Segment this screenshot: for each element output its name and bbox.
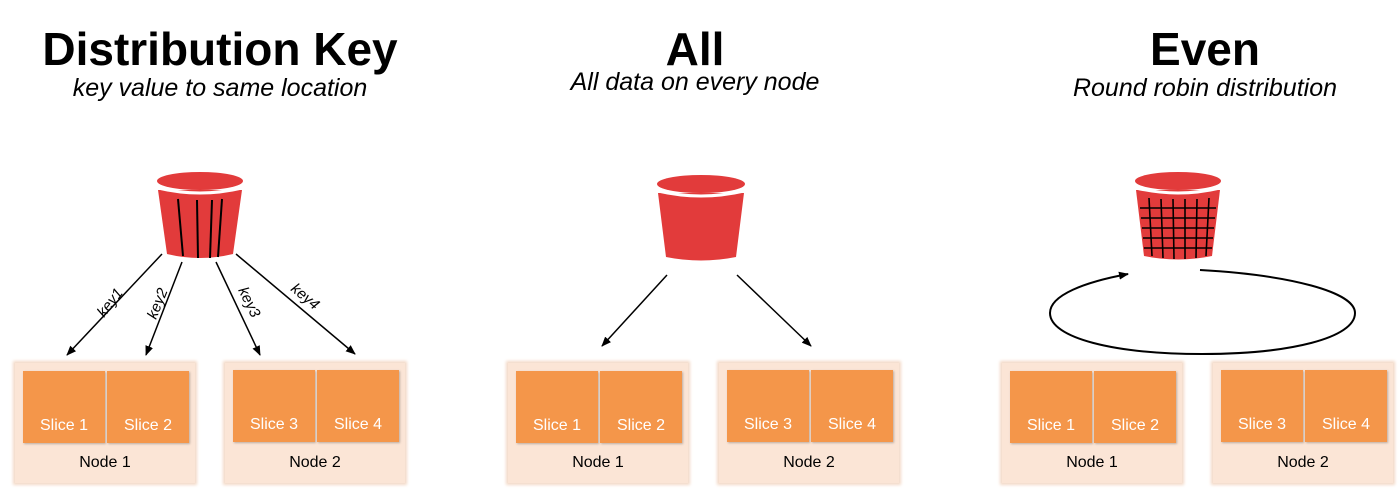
node-2-all: Slice 3 Slice 4 Node 2 [719,363,899,483]
node-label: Node 2 [783,454,835,471]
panel-title-all: All [665,23,725,75]
slice-4: Slice 4 [811,370,893,442]
slice-2: Slice 2 [107,371,189,443]
key-label-1: key1 [94,285,127,320]
node-1-distribution-key: Slice 1 Slice 2 Node 1 [15,363,195,483]
slice-1: Slice 1 [1010,371,1092,443]
node-label: Node 1 [572,454,624,471]
bucket-icon-distribution-key [157,172,243,259]
panel-title-distribution-key: Distribution Key [42,23,398,75]
arrow-key3 [215,261,261,356]
arrow-key4 [235,253,356,355]
bucket-icon-even [1135,172,1221,260]
panel-subtitle-even: Round robin distribution [1072,74,1338,102]
slice-3: Slice 3 [233,370,315,442]
arrow-key2 [145,261,183,356]
node-label: Node 1 [1066,454,1118,471]
key-label-2: key2 [144,285,172,321]
key-label-4: key4 [287,280,322,313]
node-label: Node 2 [289,454,341,471]
node-label: Node 1 [79,454,131,471]
key-label-3: key3 [234,284,263,321]
panel-subtitle-distribution-key: key value to same location [72,74,368,102]
node-2-even: Slice 3 Slice 4 Node 2 [1213,363,1393,483]
arrow-key1 [66,253,163,356]
node-label: Node 2 [1277,454,1329,471]
slice-4: Slice 4 [317,370,399,442]
bucket-icon-all [657,175,745,261]
slice-3: Slice 3 [727,370,809,442]
slice-4: Slice 4 [1305,370,1387,442]
node-2-distribution-key: Slice 3 Slice 4 Node 2 [225,363,405,483]
panel-title-even: Even [1150,23,1260,75]
slice-1: Slice 1 [23,371,105,443]
slice-3: Slice 3 [1221,370,1303,442]
slice-1: Slice 1 [516,371,598,443]
node-1-even: Slice 1 Slice 2 Node 1 [1002,363,1182,483]
arrow-all-node1 [601,274,668,347]
node-1-all: Slice 1 Slice 2 Node 1 [508,363,688,483]
round-robin-loop-icon [1048,269,1357,356]
arrow-all-node2 [736,274,812,347]
slice-2: Slice 2 [1094,371,1176,443]
panel-subtitle-all: All data on every node [570,68,820,96]
slice-2: Slice 2 [600,371,682,443]
